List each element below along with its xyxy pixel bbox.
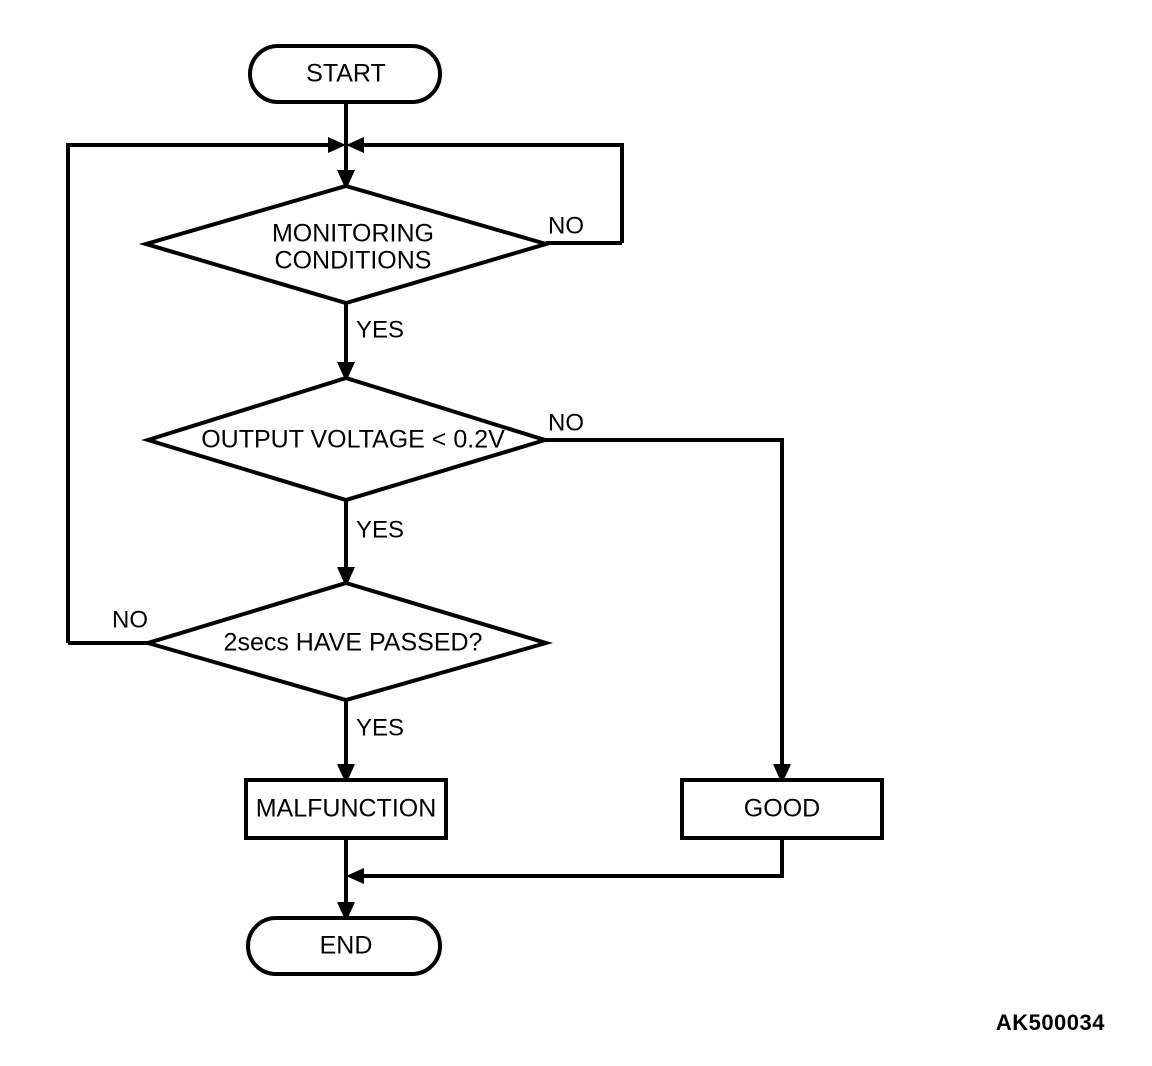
connector-monitoring-no-feedback bbox=[362, 143, 624, 243]
reference-code: AK500034 bbox=[996, 1010, 1105, 1035]
node-end[interactable] bbox=[246, 916, 442, 976]
node-end-label: END bbox=[320, 932, 373, 960]
node-monitoring-label-line1: MONITORING bbox=[272, 220, 434, 248]
node-start-label: START bbox=[306, 60, 386, 88]
node-good[interactable] bbox=[680, 778, 884, 840]
node-monitoring-conditions[interactable] bbox=[138, 183, 554, 306]
arrow-feedback-left-into-junction bbox=[328, 137, 346, 153]
node-timer-check[interactable] bbox=[140, 580, 554, 703]
node-timer-check-label: 2secs HAVE PASSED? bbox=[224, 629, 483, 657]
connector-voltage-no bbox=[545, 438, 784, 770]
arrow-into-timer bbox=[337, 567, 355, 587]
arrow-feedback-right-into-junction bbox=[346, 137, 364, 153]
branch-label-timer-yes: YES bbox=[356, 714, 404, 741]
node-output-voltage[interactable] bbox=[141, 375, 552, 503]
branch-label-monitoring-yes: YES bbox=[356, 316, 404, 343]
branch-label-voltage-no: NO bbox=[548, 409, 584, 436]
node-start[interactable] bbox=[248, 44, 442, 104]
branch-label-timer-no: NO bbox=[112, 606, 148, 633]
arrow-into-monitoring bbox=[337, 170, 355, 190]
node-output-voltage-label: OUTPUT VOLTAGE < 0.2V bbox=[201, 426, 505, 454]
arrow-into-malfunction bbox=[337, 764, 355, 784]
connector-timer-no-feedback bbox=[66, 143, 330, 643]
arrow-good-join bbox=[346, 868, 364, 884]
node-malfunction[interactable] bbox=[244, 778, 448, 840]
node-monitoring-label-line2: CONDITIONS bbox=[275, 247, 432, 275]
connector-good-to-end bbox=[362, 838, 784, 878]
node-malfunction-label: MALFUNCTION bbox=[256, 795, 437, 823]
arrow-into-voltage bbox=[337, 362, 355, 382]
node-good-label: GOOD bbox=[744, 795, 820, 823]
arrow-into-good bbox=[773, 764, 791, 784]
branch-label-monitoring-no: NO bbox=[548, 212, 584, 239]
branch-label-voltage-yes: YES bbox=[356, 516, 404, 543]
arrow-into-end bbox=[337, 902, 355, 922]
